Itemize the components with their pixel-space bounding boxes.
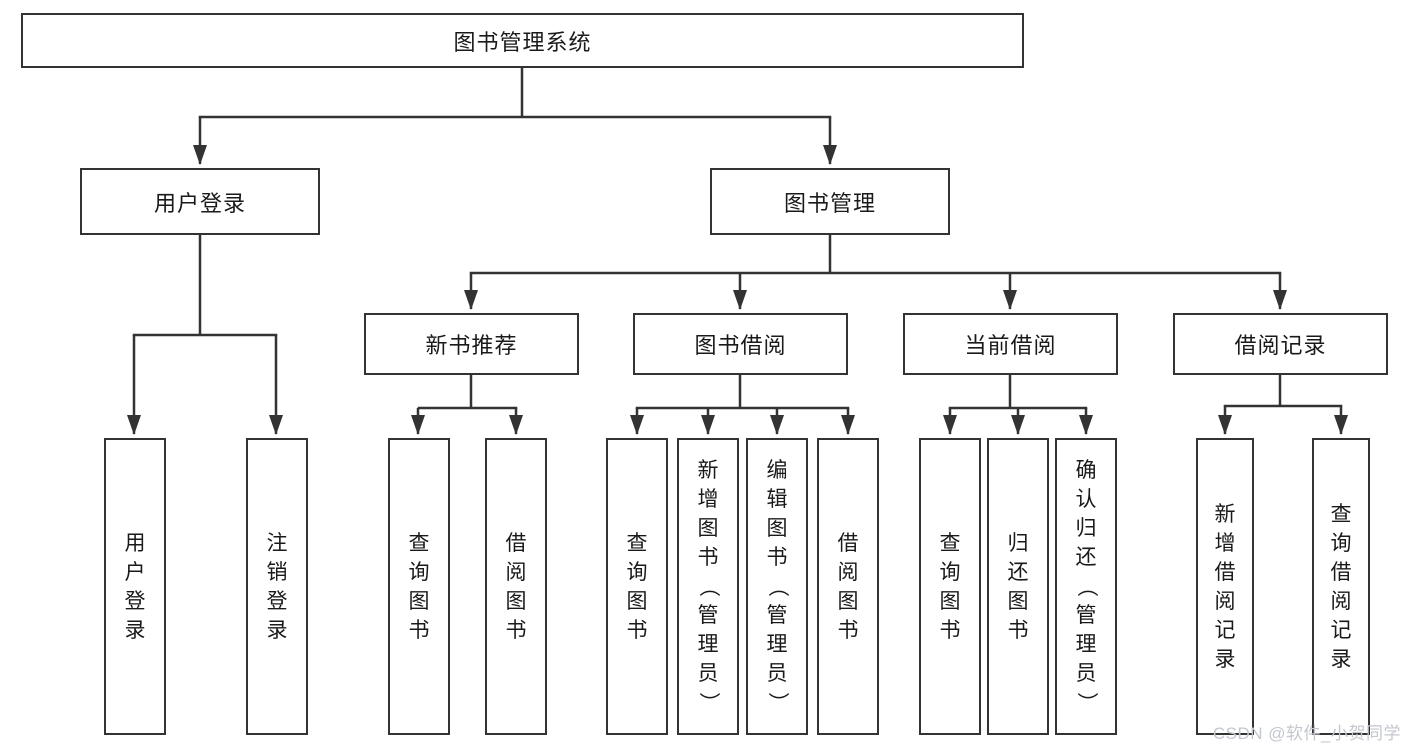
node-bb-add-book: 新增图书（管理员） (677, 438, 739, 735)
csdn-watermark: CSDN @软件_小贺同学 (1212, 724, 1401, 743)
node-bb-borrow-book-label: 借阅图书 (837, 531, 859, 642)
node-br-add-record: 新增借阅记录 (1196, 438, 1254, 735)
node-leaf-user-login: 用户登录 (104, 438, 166, 735)
node-book-mgmt: 图书管理 (710, 168, 950, 235)
node-cb-confirm-return: 确认归还（管理员） (1055, 438, 1117, 735)
node-cb-query-book-label: 查询图书 (939, 531, 961, 642)
node-leaf-user-login-label: 用户登录 (124, 531, 146, 642)
node-current-borrow: 当前借阅 (903, 313, 1118, 375)
node-current-borrow-label: 当前借阅 (964, 333, 1057, 358)
node-cb-confirm-return-label: 确认归还（管理员） (1074, 459, 1098, 713)
node-nb-borrow-book: 借阅图书 (485, 438, 547, 735)
node-leaf-logout-label: 注销登录 (266, 531, 288, 642)
node-new-book-rec: 新书推荐 (364, 313, 579, 375)
node-bb-borrow-book: 借阅图书 (817, 438, 879, 735)
node-bb-query-book: 查询图书 (606, 438, 668, 735)
node-book-borrow-label: 图书借阅 (694, 333, 787, 358)
node-cb-query-book: 查询图书 (919, 438, 981, 735)
node-borrow-record: 借阅记录 (1173, 313, 1388, 375)
node-br-query-record: 查询借阅记录 (1312, 438, 1370, 735)
node-borrow-record-label: 借阅记录 (1234, 333, 1327, 358)
node-nb-borrow-book-label: 借阅图书 (505, 531, 527, 642)
node-br-add-record-label: 新增借阅记录 (1214, 502, 1236, 671)
node-root: 图书管理系统 (21, 13, 1024, 68)
node-user-login: 用户登录 (80, 168, 320, 235)
node-bb-edit-book: 编辑图书（管理员） (746, 438, 808, 735)
node-cb-return-book: 归还图书 (987, 438, 1049, 735)
node-bb-edit-book-label: 编辑图书（管理员） (765, 459, 789, 713)
node-br-query-record-label: 查询借阅记录 (1330, 502, 1352, 671)
node-new-book-rec-label: 新书推荐 (425, 333, 518, 358)
node-bb-query-book-label: 查询图书 (626, 531, 648, 642)
node-bb-add-book-label: 新增图书（管理员） (696, 459, 720, 713)
node-nb-query-book: 查询图书 (388, 438, 450, 735)
node-root-label: 图书管理系统 (453, 29, 592, 55)
node-book-borrow: 图书借阅 (633, 313, 848, 375)
node-cb-return-book-label: 归还图书 (1007, 531, 1029, 642)
node-book-mgmt-label: 图书管理 (783, 190, 876, 216)
node-nb-query-book-label: 查询图书 (408, 531, 430, 642)
node-user-login-label: 用户登录 (153, 190, 246, 216)
node-leaf-logout: 注销登录 (246, 438, 308, 735)
